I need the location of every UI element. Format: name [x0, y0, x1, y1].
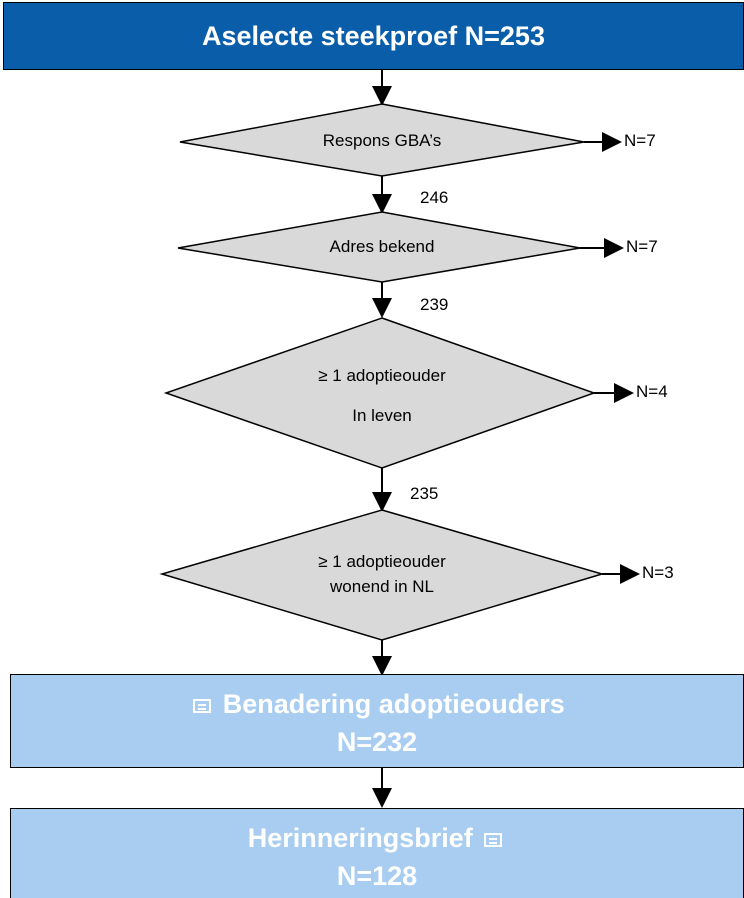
- excluded-count: N=4: [636, 382, 668, 401]
- mail-icon: [193, 698, 212, 713]
- reminder-box: Herinneringsbrief N=128: [10, 808, 744, 898]
- step-label-wonend-1: ≥ 1 adoptieouder: [318, 552, 446, 571]
- step-label-in-leven-1: ≥ 1 adoptieouder: [318, 366, 446, 385]
- excluded-count: N=7: [624, 131, 656, 150]
- approach-count: N=232: [336, 727, 418, 757]
- mail-icon: [484, 832, 503, 847]
- decision-diamond-respons: [179, 103, 585, 177]
- reminder-title: Herinneringsbrief: [247, 823, 473, 853]
- step-label-in-leven-2: In leven: [352, 406, 412, 425]
- decision-diamond-in-leven: [163, 317, 597, 469]
- header-title: Aselecte steekproef N=253: [202, 21, 545, 51]
- step-label-adres: Adres bekend: [329, 237, 435, 256]
- approach-title: Benadering adoptieouders: [222, 689, 565, 719]
- reminder-count: N=128: [336, 861, 418, 891]
- approach-box: Benadering adoptieouders N=232: [10, 674, 744, 768]
- remaining-count: 246: [420, 188, 449, 207]
- remaining-count: 239: [420, 295, 449, 314]
- decision-diamond-wonend: [159, 509, 605, 641]
- excluded-count: N=3: [642, 563, 674, 582]
- step-label-wonend-2: wonend in NL: [330, 577, 434, 596]
- step-label-respons: Respons GBA’s: [322, 131, 442, 150]
- remaining-count: 235: [410, 484, 439, 503]
- excluded-count: N=7: [626, 237, 658, 256]
- decision-diamond-adres: [177, 211, 581, 283]
- header-box: Aselecte steekproef N=253: [3, 2, 744, 70]
